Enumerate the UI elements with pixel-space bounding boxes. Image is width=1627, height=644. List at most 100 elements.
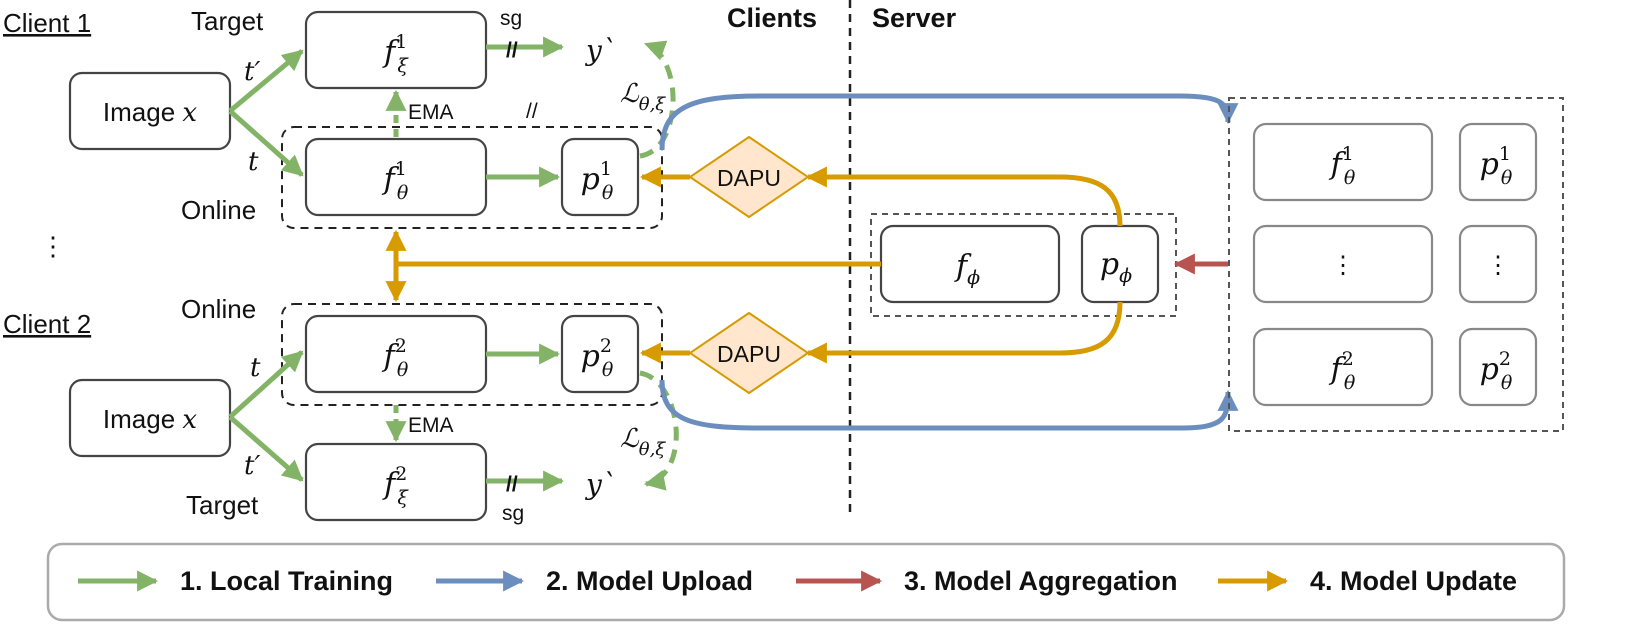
svg-text:p2θ: p2θ [1480,348,1513,394]
server-stack-2-p: p [1480,352,1499,387]
svg-text:ℒθ,ξ: ℒθ,ξ [620,424,666,460]
svg-text:p2θ: p2θ [581,335,614,381]
svg-text:Image x: Image x [103,404,198,435]
client1-target-label: Target [191,6,264,36]
client2-title: Client 2 [3,309,91,339]
server-stack-2-p-sup: 2 [1499,348,1511,370]
server-stack-2-f-sub: θ [1344,372,1356,394]
client1-online-sup: 1 [395,158,407,180]
server-stack-1-p: ⋮ [1486,252,1510,279]
client1-tprime-arrow [228,49,304,113]
dapu-bottom-label: DAPU [717,341,781,367]
legend-label-model-upload: 2. Model Upload [546,566,753,596]
svg-text:p1θ: p1θ [1480,143,1513,189]
client2-loss-sub: θ,ξ [639,439,667,460]
dapu-bottom-diamond: DAPU [688,311,810,395]
predictor-update-top-arrow [805,166,1123,227]
client2-online-label: Online [181,294,256,324]
client1-t-arrow [228,109,304,177]
legend-label-local-training: 1. Local Training [180,566,393,596]
client2-predictor-sup: 2 [600,335,612,357]
server-global-p-sub: ϕ [1119,265,1132,287]
server-ellipsis-encoder: ⋮ [1252,224,1434,304]
client1-image-box: Image x [68,71,232,151]
client2-sg: sg [502,502,524,525]
client2-output: y` [584,468,616,501]
client2-upload-arrow [659,379,1239,431]
client1-upload-arrow [659,93,1239,151]
client1-loss-arrow [639,40,676,159]
server-global-f-sub: ϕ [967,267,980,289]
server-stack-2-f-sup: 2 [1342,348,1354,370]
client1-online-label: Online [181,195,256,225]
dapu-top-label: DAPU [717,165,781,191]
client2-stop: // [506,473,518,496]
client1-tprime: t′ [244,57,260,87]
server-stack-0-p: p [1480,147,1499,182]
client1-predictor-sub: θ [602,182,614,204]
client2-online-sup: 2 [395,335,407,357]
client1-stop2: // [526,100,538,123]
client2-target-label: Target [186,490,259,520]
legend-item-model-upload: 2. Model Upload [436,566,753,596]
client1-title: Client 1 [3,8,91,38]
client1-online-sub: θ [397,182,409,204]
svg-text:pϕ: pϕ [1100,247,1132,287]
client1-ema: EMA [408,101,454,124]
server-stack-0-f-sup: 1 [1342,143,1354,165]
client2-t: t [250,353,261,383]
client2-target-sub: ξ [397,487,409,509]
client2-image-label: Image [103,404,175,434]
server-stack-0-p-sub: θ [1501,167,1513,189]
client1-sg: sg [500,7,522,30]
server-stack-1-f: ⋮ [1331,252,1355,279]
client2-target-sup: 2 [395,463,407,485]
client1-predictor-sup: 1 [600,158,612,180]
server-global-encoder: fϕ [879,224,1061,304]
client2-ema: EMA [408,414,454,437]
server-stack-0-p-sup: 1 [1499,143,1511,165]
legend-label-model-aggregation: 3. Model Aggregation [904,566,1178,596]
legend-label-model-update: 4. Model Update [1310,566,1517,596]
clients-header: Clients [727,3,817,33]
legend-item-model-update: 4. Model Update [1218,566,1517,596]
client2-tprime-arrow [228,415,304,482]
client2-predictor-p: p [581,339,600,374]
client1-target-sup: 1 [395,31,407,53]
client1-predictor-p: p [581,162,600,197]
server-stack-2-p-sub: θ [1501,372,1513,394]
client1-t: t [248,147,259,177]
client2-loss: ℒ [620,424,640,454]
client2-online-sub: θ [397,359,409,381]
legend-item-model-aggregation: 3. Model Aggregation [796,566,1178,596]
client1-stop: // [506,39,518,62]
svg-text:Image x: Image x [103,97,198,128]
svg-text:ℒθ,ξ: ℒθ,ξ [620,79,666,115]
client1-loss-sub: θ,ξ [639,94,667,115]
server-stack-0-f-sub: θ [1344,167,1356,189]
client1-image-label: Image [103,97,175,127]
client1-target-sub: ξ [397,55,409,77]
svg-text:p1θ: p1θ [581,158,614,204]
client2-t-arrow [228,350,304,419]
server-client-models-group [1228,97,1564,432]
client2-loss-arrow [639,370,679,491]
legend-item-local-training: 1. Local Training [78,566,393,596]
client1-image-var: x [182,98,197,128]
server-header: Server [872,3,957,33]
client2-predictor-sub: θ [602,359,614,381]
client2-tprime: t′ [244,451,260,481]
dapu-top-diamond: DAPU [688,135,810,219]
server-ellipsis-predictor: ⋮ [1458,224,1538,304]
